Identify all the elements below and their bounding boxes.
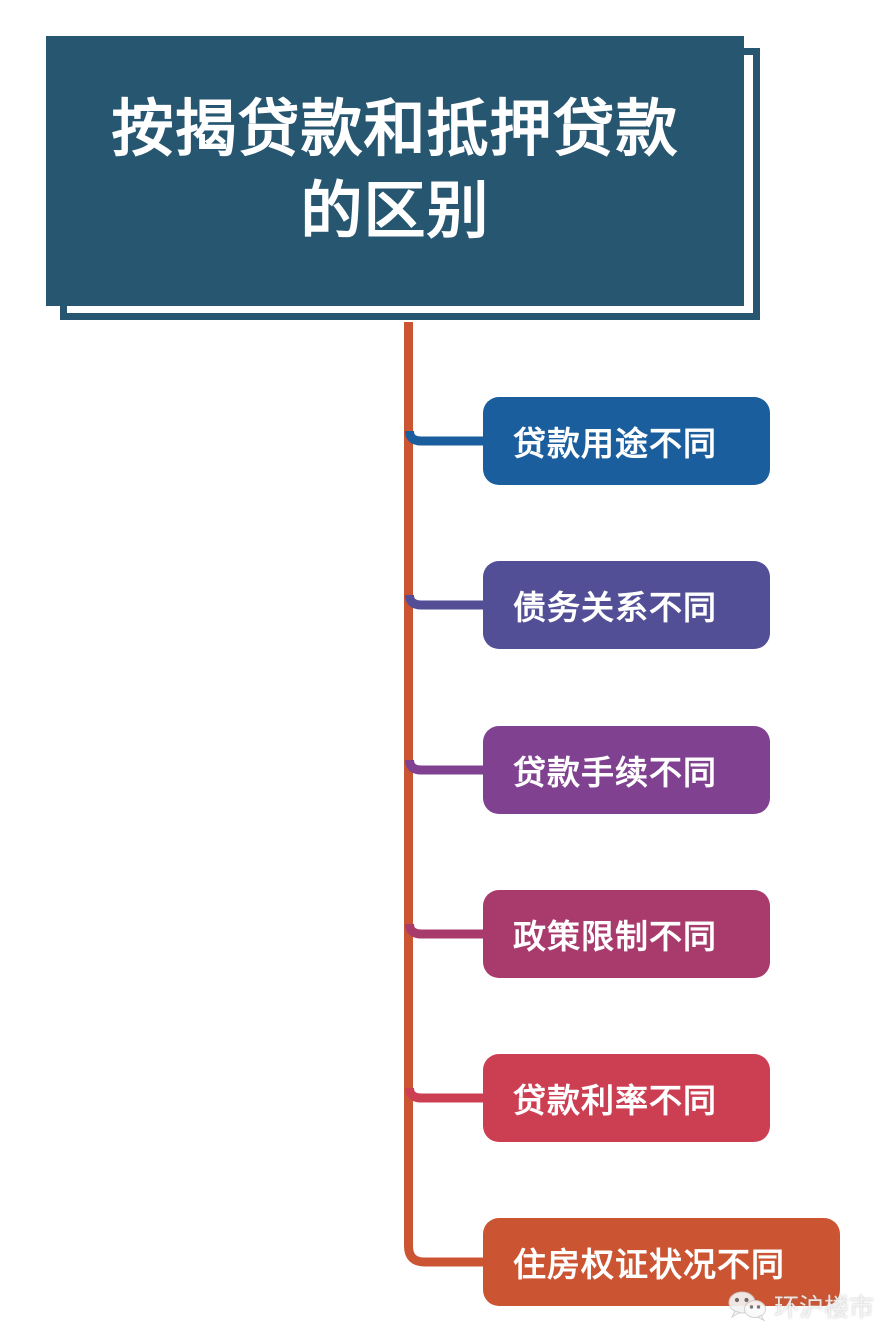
trunk-line	[404, 322, 489, 1267]
wechat-icon	[728, 1291, 766, 1322]
branch-connector-1	[405, 430, 489, 446]
title-group: 按揭贷款和抵押贷款的区别	[46, 36, 762, 322]
node-label: 贷款用途不同	[513, 425, 717, 462]
node-loan-procedure[interactable]: 贷款手续不同	[483, 726, 770, 814]
branch-connector-2	[405, 594, 489, 610]
node-debt-relationship[interactable]: 债务关系不同	[483, 561, 770, 649]
watermark-label: 环沪楼市	[774, 1294, 875, 1322]
branch-connector-5	[405, 1087, 489, 1103]
node-label: 住房权证状况不同	[513, 1246, 785, 1283]
node-label: 贷款利率不同	[513, 1082, 717, 1119]
node-policy-restriction[interactable]: 政策限制不同	[483, 890, 770, 978]
branch-connector-3	[405, 759, 489, 775]
node-interest-rate[interactable]: 贷款利率不同	[483, 1054, 770, 1142]
branch-connector-4	[405, 923, 489, 939]
node-label: 政策限制不同	[513, 918, 717, 955]
node-label: 贷款手续不同	[513, 754, 717, 791]
watermark: 环沪楼市	[727, 1288, 874, 1324]
node-loan-purpose[interactable]: 贷款用途不同	[483, 397, 770, 485]
node-label: 债务关系不同	[513, 589, 717, 626]
node-housing-certificate[interactable]: 住房权证状况不同	[483, 1218, 840, 1306]
title-box: 按揭贷款和抵押贷款的区别	[46, 36, 744, 306]
page-title: 按揭贷款和抵押贷款的区别	[111, 95, 679, 246]
